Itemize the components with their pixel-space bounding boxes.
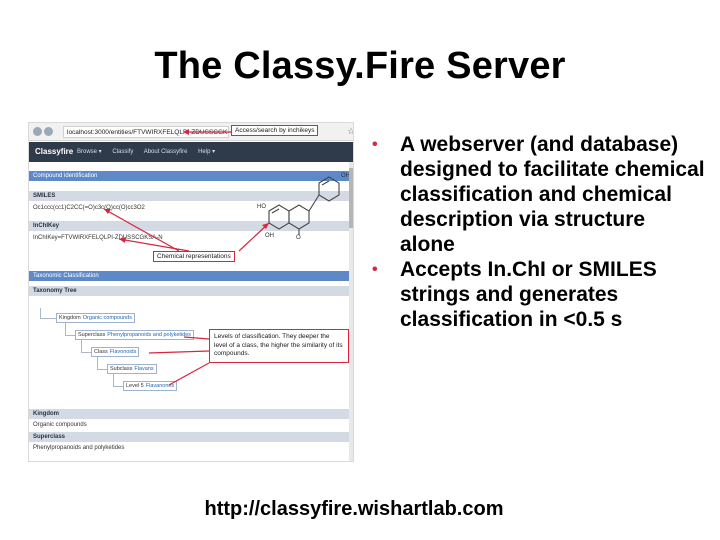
molecule-structure-image: OH HO OH O bbox=[257, 173, 350, 239]
nav-help[interactable]: Help ▾ bbox=[198, 149, 216, 155]
superclass-row-label: Superclass bbox=[29, 432, 351, 442]
page-scrollbar[interactable] bbox=[349, 162, 353, 461]
callout-chemical-representations: Chemical representations bbox=[153, 251, 235, 262]
classyfire-screenshot: localhost:3000/entities/FTVWIRXFELQLPI-Z… bbox=[28, 122, 354, 462]
bullet-dot-icon: • bbox=[372, 261, 378, 278]
callout-levels-of-classification: Levels of classification. They deeper th… bbox=[209, 329, 349, 363]
slide-title: The Classy.Fire Server bbox=[154, 45, 566, 87]
bullet-text: A webserver (and database) designed to f… bbox=[400, 133, 705, 256]
tree-node-level: Subclass bbox=[110, 366, 133, 372]
tree-node-value[interactable]: Flavanones bbox=[145, 383, 175, 389]
inchikey-value: InChIKey=FTVWIRXFELQLPI-ZDUSSCGKSA-N bbox=[29, 233, 239, 243]
bullet-item: • Accepts In.ChI or SMILES strings and ge… bbox=[365, 257, 705, 332]
kingdom-row-value: Organic compounds bbox=[29, 420, 351, 430]
callout-search-by-inchikey: Access/search by inchikeys bbox=[231, 125, 319, 136]
tree-line bbox=[65, 321, 66, 335]
tree-line bbox=[97, 369, 107, 370]
inchikey-label: InChIKey bbox=[29, 221, 351, 231]
tree-line bbox=[40, 318, 56, 319]
nav-browse[interactable]: Browse ▾ bbox=[77, 149, 102, 155]
nav-classify[interactable]: Classify bbox=[112, 149, 134, 155]
smiles-value: Oc1ccc(cc1)C2CC(=O)c3c(O)cc(O)cc3O2 bbox=[29, 203, 239, 213]
bullet-dot-icon: • bbox=[372, 136, 378, 153]
bullet-list: • A webserver (and database) designed to … bbox=[365, 132, 705, 332]
taxonomy-tree-label: Taxonomy Tree bbox=[29, 286, 351, 296]
tree-node-value[interactable]: Organic compounds bbox=[82, 315, 132, 321]
tree-line bbox=[65, 335, 75, 336]
forward-icon[interactable] bbox=[44, 127, 53, 136]
tree-line bbox=[81, 352, 91, 353]
tree-line bbox=[97, 355, 98, 369]
tree-line bbox=[81, 338, 82, 352]
ho-label-left: HO bbox=[257, 204, 266, 210]
url-input[interactable]: localhost:3000/entities/FTVWIRXFELQLPI-Z… bbox=[63, 126, 229, 138]
tree-node-level: Kingdom bbox=[59, 315, 81, 321]
tree-node-value[interactable]: Flavans bbox=[134, 366, 154, 372]
classyfire-logo[interactable]: Classyfire bbox=[35, 147, 74, 156]
superclass-row-value: Phenylpropanoids and polyketides bbox=[29, 443, 351, 453]
bookmark-star-icon[interactable]: ☆ bbox=[347, 126, 353, 137]
tree-line bbox=[113, 372, 114, 386]
bullet-item: • A webserver (and database) designed to … bbox=[365, 132, 705, 257]
site-navbar: Classyfire Browse ▾ Classify About Class… bbox=[29, 142, 353, 162]
tree-node-level: Level 5 bbox=[126, 383, 144, 389]
kingdom-row-label: Kingdom bbox=[29, 409, 351, 419]
oh-label-bottom: OH bbox=[265, 233, 274, 239]
taxonomic-classification-header: Taxonomic Classification bbox=[29, 271, 351, 281]
nav-about[interactable]: About Classyfire bbox=[143, 149, 188, 155]
tree-line bbox=[113, 386, 123, 387]
oh-label-top: OH bbox=[341, 173, 350, 179]
tree-node-level: Class bbox=[94, 349, 108, 355]
back-icon[interactable] bbox=[33, 127, 42, 136]
tree-node-value[interactable]: Phenylpropanoids and polyketides bbox=[107, 332, 191, 338]
nav-links: Browse ▾ Classify About Classyfire Help … bbox=[77, 148, 224, 155]
smiles-label: SMILES bbox=[29, 191, 351, 201]
tree-node-value[interactable]: Flavonoids bbox=[109, 349, 137, 355]
tree-line bbox=[40, 308, 41, 318]
footer-url-link[interactable]: http://classyfire.wishartlab.com bbox=[204, 498, 504, 520]
tree-node-level: Superclass bbox=[78, 332, 106, 338]
o-label: O bbox=[296, 235, 301, 239]
compound-identification-header: Compound identification bbox=[29, 171, 351, 181]
scrollbar-thumb[interactable] bbox=[349, 168, 353, 228]
bullet-text: Accepts In.ChI or SMILES strings and gen… bbox=[400, 258, 657, 331]
